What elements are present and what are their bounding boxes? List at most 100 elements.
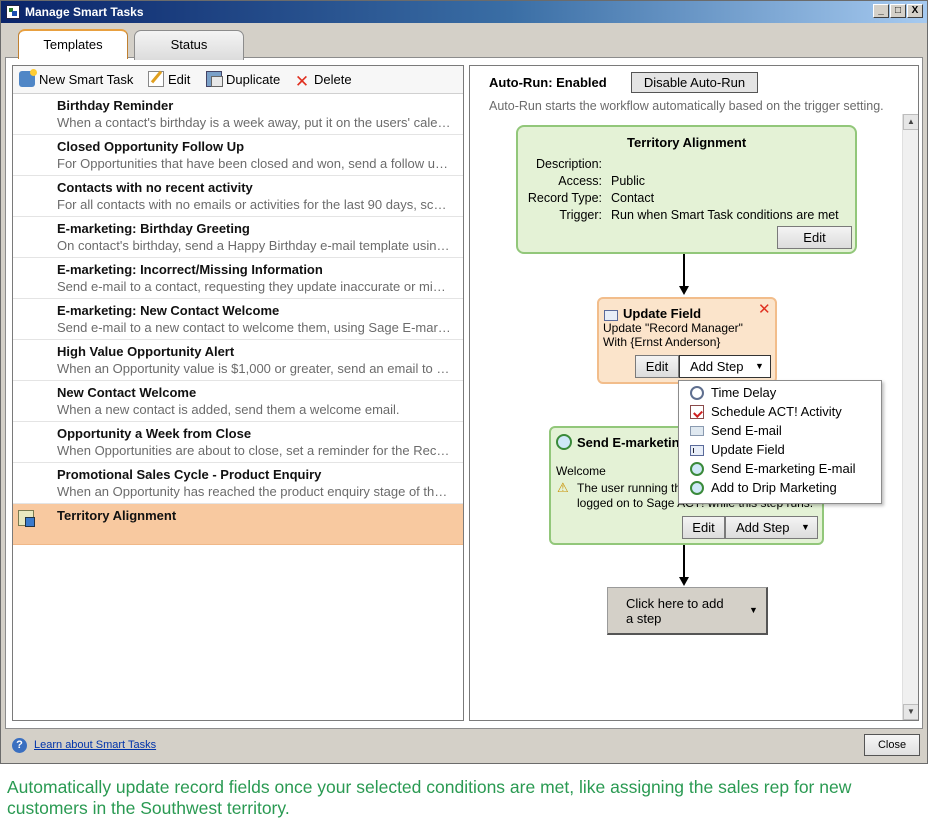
remove-step-icon[interactable]: ✕ xyxy=(758,301,771,318)
menu-item-label: Send E-mail xyxy=(711,423,782,438)
update-field-step-card: Update Field ✕ Update "Record Manager" W… xyxy=(597,297,777,384)
menu-item-schedule-activity[interactable]: Schedule ACT! Activity xyxy=(679,403,881,422)
list-item[interactable]: High Value Opportunity Alert When an Opp… xyxy=(13,340,463,381)
delete-button[interactable]: ✕Delete xyxy=(294,71,352,90)
drip-icon xyxy=(690,481,704,495)
template-name: Closed Opportunity Follow Up xyxy=(57,139,245,154)
menu-item-update-field[interactable]: Update Field xyxy=(679,441,881,460)
list-item[interactable]: E-marketing: New Contact Welcome Send e-… xyxy=(13,299,463,340)
field-icon xyxy=(690,445,704,456)
template-name: E-marketing: New Contact Welcome xyxy=(57,303,280,318)
trigger-value: Run when Smart Task conditions are met xyxy=(611,208,839,222)
access-value: Public xyxy=(611,174,646,188)
list-item[interactable]: Contacts with no recent activity For all… xyxy=(13,176,463,217)
flow-connector xyxy=(683,254,685,287)
edit-label: Edit xyxy=(168,72,191,87)
help-icon: ? xyxy=(12,738,27,753)
menu-item-time-delay[interactable]: Time Delay xyxy=(679,384,881,403)
list-item-selected[interactable]: Territory Alignment xyxy=(13,504,463,545)
trigger-card: Territory Alignment Description: Access:… xyxy=(516,125,857,254)
delete-label: Delete xyxy=(314,72,352,87)
template-desc: When a contact's birthday is a week away… xyxy=(57,115,452,130)
record-type-label: Record Type: xyxy=(527,191,602,205)
vertical-scrollbar[interactable]: ▲ ▼ xyxy=(902,114,918,720)
menu-item-send-emarketing[interactable]: Send E-marketing E-mail xyxy=(679,460,881,479)
edit-icon xyxy=(148,71,164,87)
add-step-dropdown-button[interactable]: Add Step ▼ xyxy=(679,355,771,378)
list-item[interactable]: Birthday Reminder When a contact's birth… xyxy=(13,94,463,135)
chevron-down-icon: ▼ xyxy=(755,361,764,371)
minimize-button[interactable]: _ xyxy=(873,4,889,18)
step-title: Send E-marketin xyxy=(577,435,680,450)
list-item[interactable]: Opportunity a Week from Close When Oppor… xyxy=(13,422,463,463)
update-step-edit-button[interactable]: Edit xyxy=(635,355,679,378)
add-step-label: Add Step xyxy=(736,520,790,535)
close-button[interactable]: Close xyxy=(864,734,920,756)
emarketing-icon xyxy=(556,434,572,450)
emarketing-add-step-button[interactable]: Add Step ▼ xyxy=(725,516,818,539)
template-name: Welcome xyxy=(556,464,606,478)
list-item[interactable]: Promotional Sales Cycle - Product Enquir… xyxy=(13,463,463,504)
edit-button[interactable]: Edit xyxy=(148,71,190,89)
add-step-placeholder-button[interactable]: Click here to add a step ▼ xyxy=(607,587,768,635)
template-desc: Send e-mail to a new contact to welcome … xyxy=(57,320,452,335)
template-name: Territory Alignment xyxy=(57,508,177,523)
tab-status[interactable]: Status xyxy=(134,30,244,60)
envelope-icon xyxy=(690,426,704,436)
menu-item-label: Add to Drip Marketing xyxy=(711,480,837,495)
template-desc: For all contacts with no emails or activ… xyxy=(57,197,452,212)
template-desc: For Opportunities that have been closed … xyxy=(57,156,452,171)
duplicate-button[interactable]: Duplicate xyxy=(206,71,280,89)
list-item[interactable]: Closed Opportunity Follow Up For Opportu… xyxy=(13,135,463,176)
duplicate-icon xyxy=(206,71,223,87)
warning-line-1: The user running th xyxy=(577,481,682,495)
list-item[interactable]: E-marketing: Incorrect/Missing Informati… xyxy=(13,258,463,299)
list-item[interactable]: E-marketing: Birthday Greeting On contac… xyxy=(13,217,463,258)
new-smart-task-button[interactable]: New Smart Task xyxy=(19,69,134,89)
step-title: Update Field xyxy=(623,306,702,321)
close-window-button[interactable]: X xyxy=(907,4,923,18)
list-item[interactable]: New Contact Welcome When a new contact i… xyxy=(13,381,463,422)
add-step-line-1: Click here to add xyxy=(626,596,724,611)
template-name: Promotional Sales Cycle - Product Enquir… xyxy=(57,467,322,482)
new-smart-task-label: New Smart Task xyxy=(39,72,134,87)
tab-templates[interactable]: Templates xyxy=(18,29,128,59)
template-name: E-marketing: Birthday Greeting xyxy=(57,221,250,236)
autorun-description: Auto-Run starts the workflow automatical… xyxy=(489,99,884,113)
manage-smart-tasks-window: Manage Smart Tasks _ □ X Templates Statu… xyxy=(0,0,928,764)
app-icon xyxy=(6,5,20,19)
warning-icon: ⚠ xyxy=(557,480,569,495)
scroll-down-icon[interactable]: ▼ xyxy=(903,704,918,720)
template-toolbar: New Smart Task Edit Duplicate ✕Delete xyxy=(13,66,463,94)
template-name: Birthday Reminder xyxy=(57,98,174,113)
flow-arrow-icon xyxy=(679,286,689,295)
add-step-menu: Time Delay Schedule ACT! Activity Send E… xyxy=(678,380,882,504)
field-icon xyxy=(604,310,618,321)
clock-icon xyxy=(690,386,704,400)
description-label: Description: xyxy=(536,157,602,171)
learn-smart-tasks-link[interactable]: Learn about Smart Tasks xyxy=(34,739,157,751)
menu-item-label: Schedule ACT! Activity xyxy=(711,404,842,419)
template-list-panel: New Smart Task Edit Duplicate ✕Delete Bi… xyxy=(12,65,464,721)
add-step-label: Add Step xyxy=(690,359,744,374)
new-task-icon xyxy=(19,69,37,87)
add-step-line-2: a step xyxy=(626,611,662,626)
emarketing-edit-button[interactable]: Edit xyxy=(682,516,725,539)
menu-item-drip-marketing[interactable]: Add to Drip Marketing xyxy=(679,479,881,498)
trigger-edit-button[interactable]: Edit xyxy=(777,226,852,249)
caption-text: Automatically update record fields once … xyxy=(7,777,852,818)
step-line-2: With {Ernst Anderson} xyxy=(603,335,721,349)
menu-item-label: Update Field xyxy=(711,442,785,457)
flow-connector xyxy=(683,545,685,578)
chevron-down-icon: ▼ xyxy=(801,522,810,532)
smart-task-icon xyxy=(18,510,35,527)
menu-item-label: Send E-marketing E-mail xyxy=(711,461,856,476)
scroll-up-icon[interactable]: ▲ xyxy=(903,114,918,130)
title-bar[interactable]: Manage Smart Tasks _ □ X xyxy=(1,1,927,23)
template-desc: When an Opportunity has reached the prod… xyxy=(57,484,452,499)
disable-autorun-button[interactable]: Disable Auto-Run xyxy=(631,72,758,93)
duplicate-label: Duplicate xyxy=(226,72,281,87)
menu-item-send-email[interactable]: Send E-mail xyxy=(679,422,881,441)
maximize-button[interactable]: □ xyxy=(890,4,906,18)
menu-item-label: Time Delay xyxy=(711,385,777,400)
